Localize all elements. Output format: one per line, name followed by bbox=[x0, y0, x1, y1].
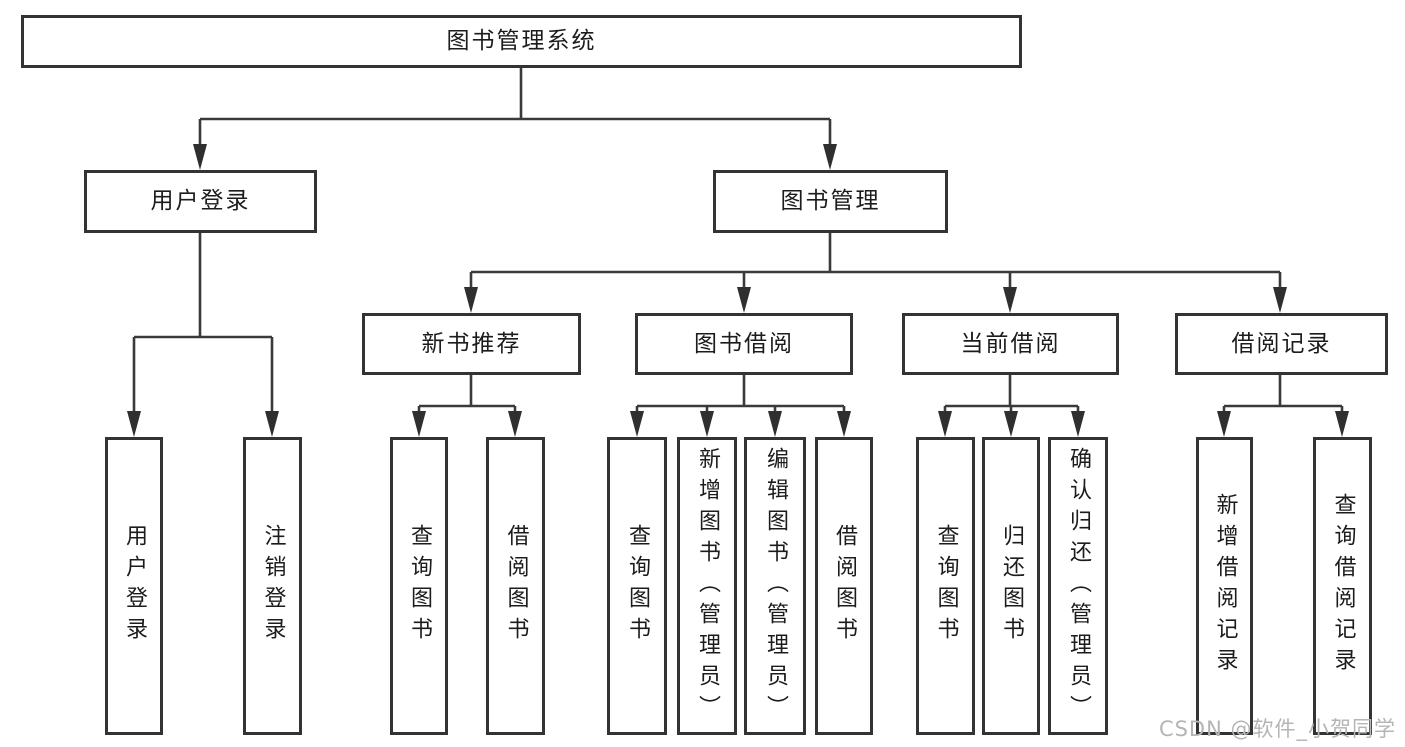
leaf-currentborrow-return-books: 归还图书 bbox=[982, 437, 1040, 735]
node-user-login-branch: 用户登录 bbox=[84, 170, 317, 233]
node-current-borrow-label: 当前借阅 bbox=[960, 330, 1061, 357]
leaf-newbooks-query-books-label: 查询图书 bbox=[407, 524, 432, 648]
node-book-borrow-label: 图书借阅 bbox=[694, 330, 794, 357]
leaf-user-login: 用户登录 bbox=[105, 437, 163, 735]
connector-userlogin-to-leaves bbox=[127, 233, 279, 437]
connector-root-to-level2 bbox=[193, 68, 837, 170]
connector-newbooks-to-leaves bbox=[412, 375, 522, 437]
leaf-bookborrow-add-books-admin: 新增图书（管理员） bbox=[677, 437, 737, 735]
leaf-logout: 注销登录 bbox=[243, 437, 302, 735]
leaf-bookborrow-borrow-books-label: 借阅图书 bbox=[832, 524, 857, 648]
node-current-borrow: 当前借阅 bbox=[902, 313, 1119, 375]
leaf-bookborrow-query-books-label: 查询图书 bbox=[625, 524, 650, 648]
leaf-currentborrow-query-books: 查询图书 bbox=[916, 437, 975, 735]
connector-bookborrow-to-leaves bbox=[630, 375, 851, 437]
leaf-bookborrow-edit-books-admin: 编辑图书（管理员） bbox=[744, 437, 806, 735]
node-new-book-recommend-label: 新书推荐 bbox=[421, 330, 522, 357]
node-root-label: 图书管理系统 bbox=[446, 28, 597, 54]
leaf-records-add-record: 新增借阅记录 bbox=[1196, 437, 1253, 735]
leaf-bookborrow-borrow-books: 借阅图书 bbox=[815, 437, 873, 735]
node-root-library-system: 图书管理系统 bbox=[21, 15, 1022, 68]
node-book-management-branch: 图书管理 bbox=[713, 170, 948, 233]
connector-borrowrecords-to-leaves bbox=[1217, 375, 1349, 437]
leaf-bookborrow-query-books: 查询图书 bbox=[607, 437, 667, 735]
leaf-logout-label: 注销登录 bbox=[260, 524, 286, 648]
node-borrow-records: 借阅记录 bbox=[1175, 313, 1388, 375]
leaf-records-query-record: 查询借阅记录 bbox=[1313, 437, 1372, 735]
csdn-watermark: CSDN @软件_小贺同学 bbox=[1158, 717, 1396, 741]
leaf-currentborrow-confirm-return-admin-label: 确认归还（管理员） bbox=[1066, 446, 1091, 726]
leaf-newbooks-query-books: 查询图书 bbox=[390, 437, 448, 735]
connector-currentborrow-to-leaves bbox=[938, 375, 1085, 437]
node-borrow-records-label: 借阅记录 bbox=[1231, 330, 1332, 357]
node-book-borrow: 图书借阅 bbox=[635, 313, 853, 375]
leaf-bookborrow-edit-books-admin-label: 编辑图书（管理员） bbox=[763, 446, 788, 726]
leaf-newbooks-borrow-books: 借阅图书 bbox=[486, 437, 545, 735]
connector-bookmgmt-to-level3 bbox=[464, 233, 1287, 313]
node-new-book-recommend: 新书推荐 bbox=[362, 313, 581, 375]
leaf-currentborrow-confirm-return-admin: 确认归还（管理员） bbox=[1048, 437, 1108, 735]
leaf-currentborrow-query-books-label: 查询图书 bbox=[933, 524, 959, 648]
leaf-currentborrow-return-books-label: 归还图书 bbox=[999, 524, 1024, 648]
leaf-newbooks-borrow-books-label: 借阅图书 bbox=[503, 524, 529, 648]
node-user-login-label: 用户登录 bbox=[150, 188, 251, 214]
leaf-records-add-record-label: 新增借阅记录 bbox=[1212, 493, 1238, 679]
node-book-management-label: 图书管理 bbox=[780, 188, 881, 214]
leaf-records-query-record-label: 查询借阅记录 bbox=[1330, 493, 1356, 679]
leaf-bookborrow-add-books-admin-label: 新增图书（管理员） bbox=[695, 446, 720, 726]
leaf-user-login-label: 用户登录 bbox=[122, 524, 147, 648]
